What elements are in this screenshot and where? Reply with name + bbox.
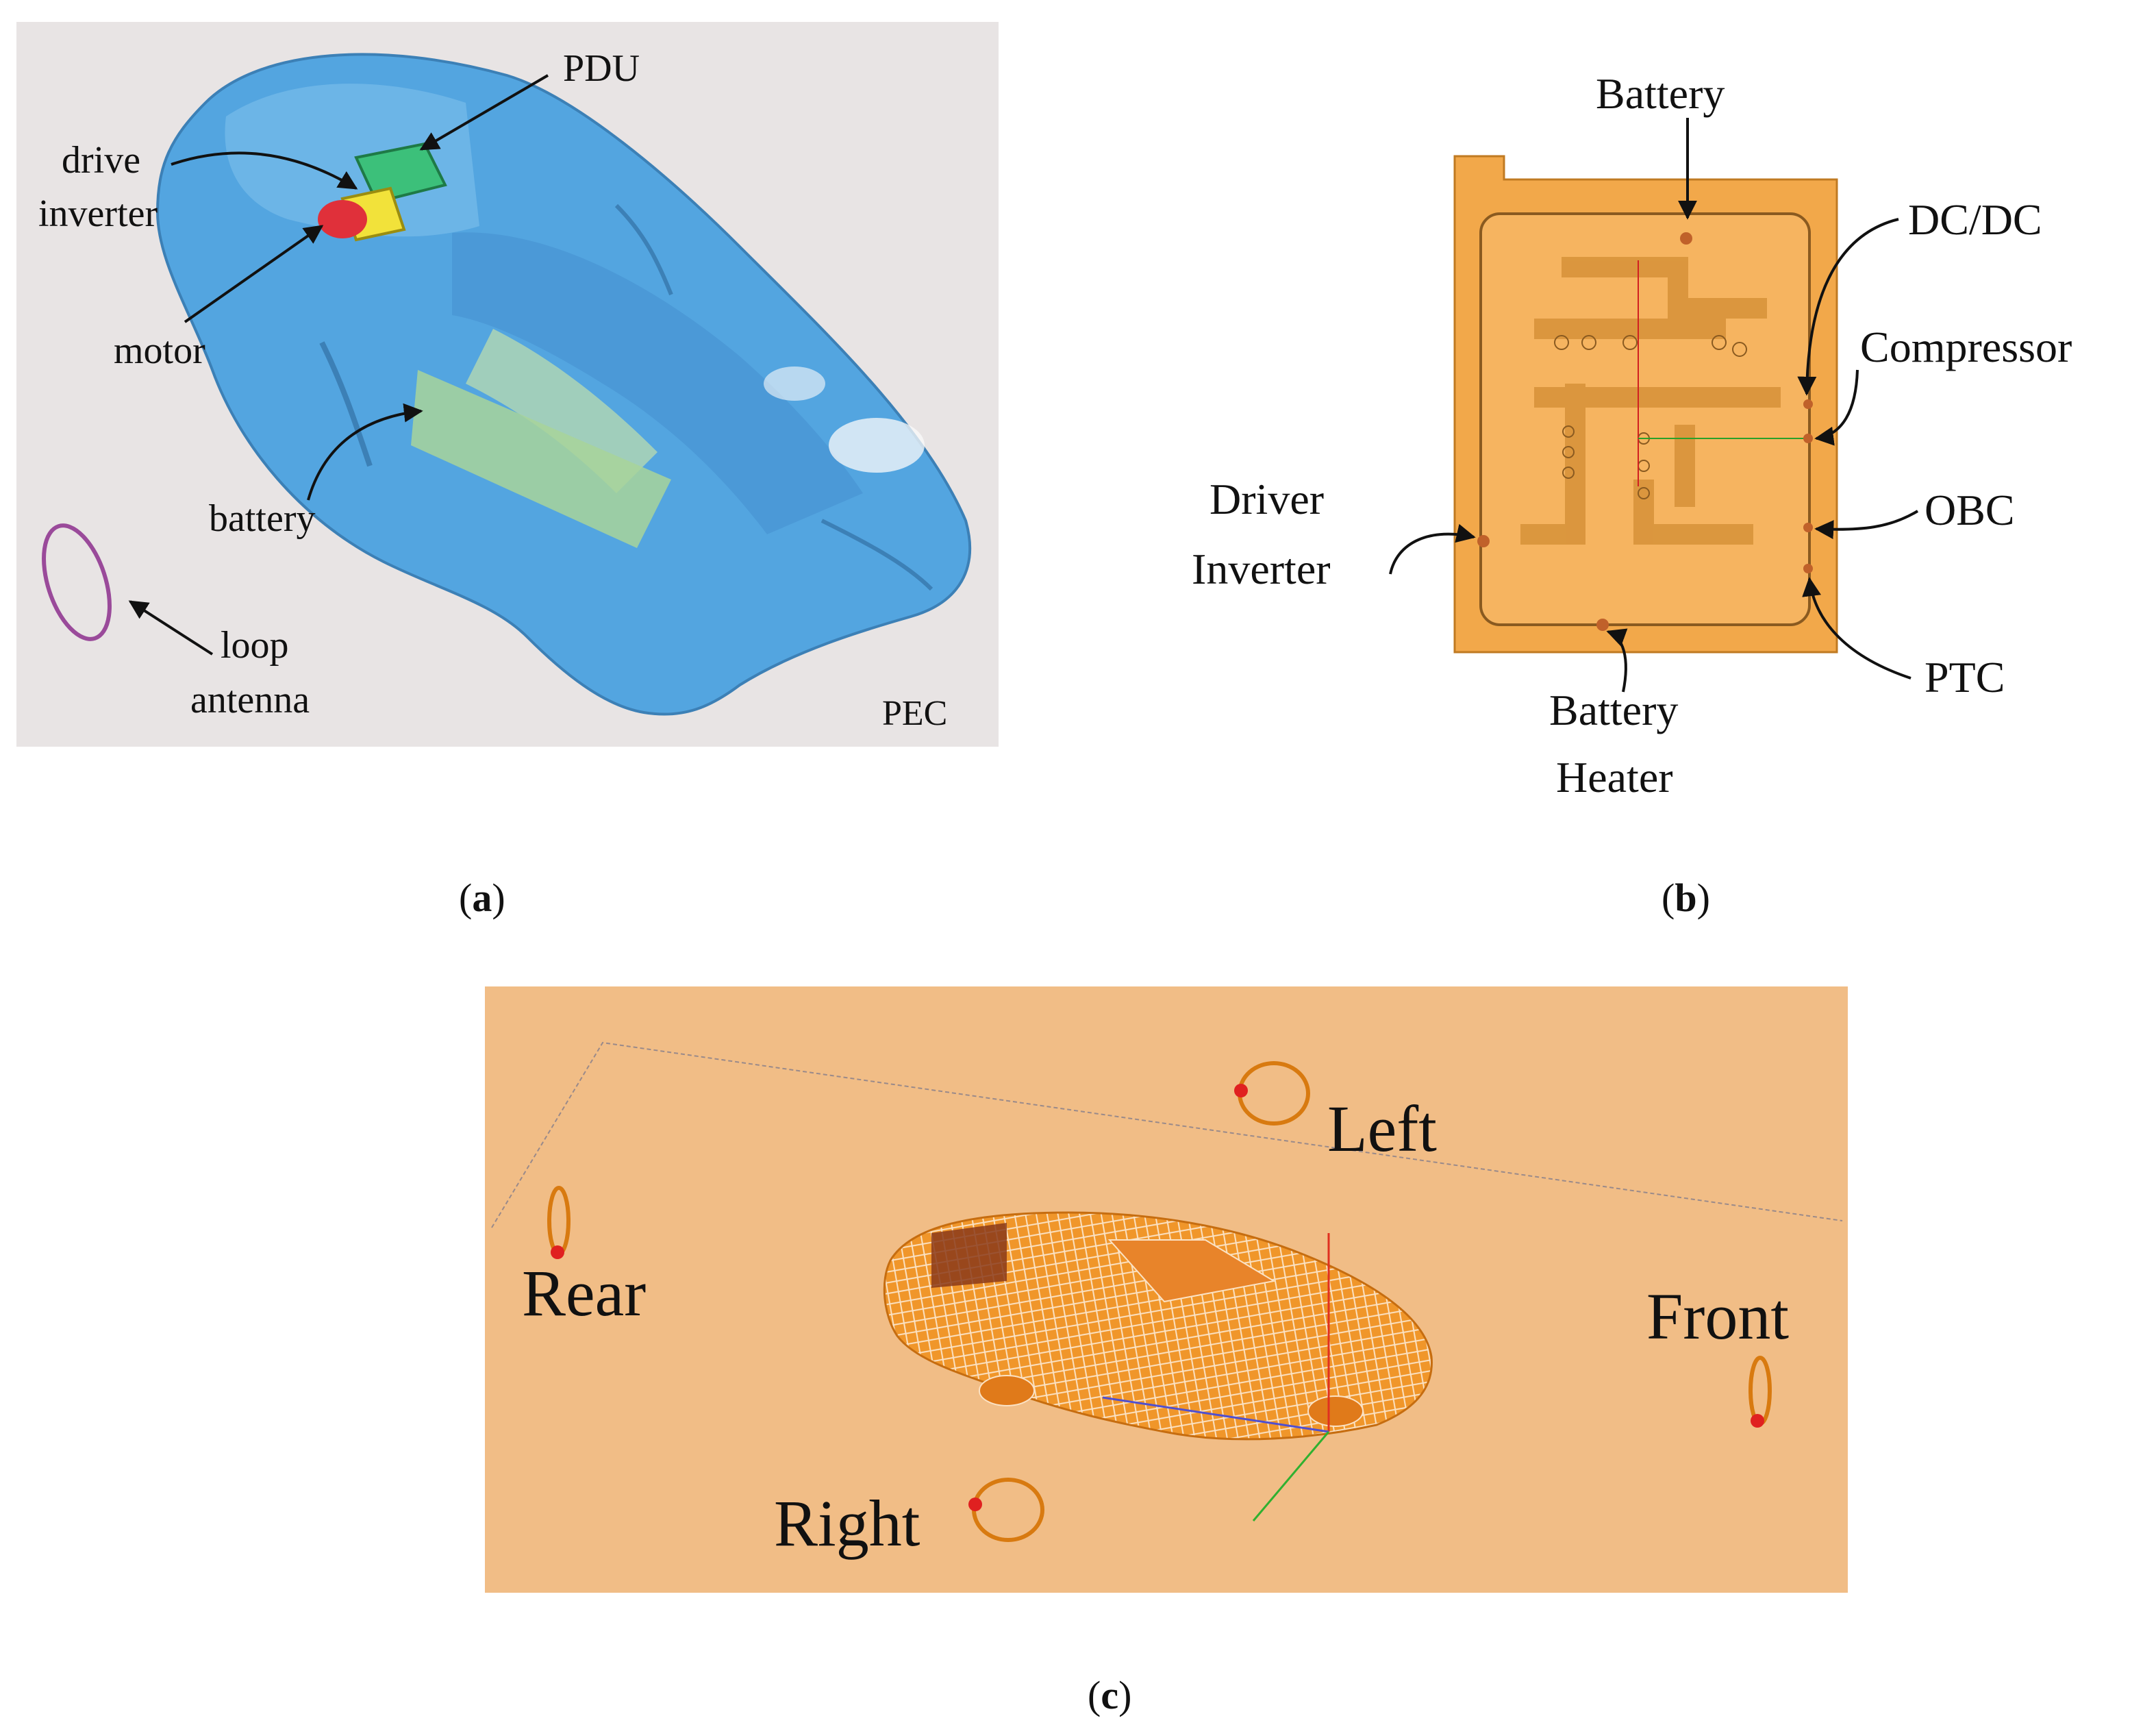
- panel-c: Left Rear Front Right: [485, 986, 1848, 1593]
- label-drive-inverter-line2: inverter: [38, 192, 158, 235]
- label-loop-antenna-line1: loop: [221, 624, 289, 667]
- caption-a-letter: a: [472, 875, 492, 920]
- label-b-battery-heater-line1: Battery: [1549, 686, 1678, 734]
- label-loop-antenna-line2: antenna: [190, 679, 310, 721]
- motor-shape: [318, 200, 367, 238]
- label-pec: PEC: [882, 694, 947, 733]
- caption-b-letter: b: [1675, 875, 1696, 920]
- pdu-box: [354, 142, 447, 204]
- label-b-battery-heater-line2: Heater: [1556, 753, 1673, 802]
- caption-a: (a): [459, 875, 505, 920]
- label-pdu: PDU: [563, 47, 640, 90]
- label-battery: battery: [209, 497, 315, 540]
- car-mesh: [883, 1211, 1433, 1521]
- loop-antenna-ring: [42, 523, 112, 641]
- label-c-right: Right: [774, 1487, 920, 1560]
- pcb-traces: [1520, 257, 1781, 545]
- label-b-driver-inverter-line2: Inverter: [1192, 545, 1331, 593]
- pcb-connectors: [1477, 232, 1813, 631]
- antenna-left: [1234, 1061, 1310, 1126]
- panel-a-arrows: [128, 74, 549, 656]
- label-b-obc: OBC: [1925, 486, 2015, 534]
- caption-c-letter: c: [1101, 1673, 1118, 1717]
- battery-pack: [411, 370, 671, 548]
- label-c-rear: Rear: [522, 1256, 646, 1330]
- label-b-driver-inverter-line1: Driver: [1209, 475, 1324, 523]
- label-c-front: Front: [1646, 1280, 1789, 1353]
- label-b-dcdc: DC/DC: [1908, 195, 2042, 244]
- powertrain-components: [318, 142, 671, 548]
- caption-c: (c): [1088, 1673, 1131, 1717]
- label-motor: motor: [114, 330, 205, 372]
- antenna-rear: [547, 1186, 571, 1259]
- ground-plane-outline: [491, 1041, 1843, 1228]
- panel-b-arrows: [1389, 118, 1919, 693]
- label-c-left: Left: [1327, 1092, 1437, 1165]
- label-drive-inverter-line1: drive: [62, 139, 140, 182]
- label-b-battery: Battery: [1596, 69, 1725, 118]
- label-b-compressor: Compressor: [1860, 323, 2072, 371]
- antenna-right: [968, 1478, 1044, 1542]
- antenna-front: [1748, 1356, 1772, 1428]
- caption-b: (b): [1662, 875, 1710, 920]
- panel-b: Battery DC/DC Compressor OBC PTC Driver …: [1192, 69, 2072, 802]
- panel-a: PDU drive inverter motor battery loop an…: [16, 22, 999, 747]
- label-b-ptc: PTC: [1925, 653, 2005, 701]
